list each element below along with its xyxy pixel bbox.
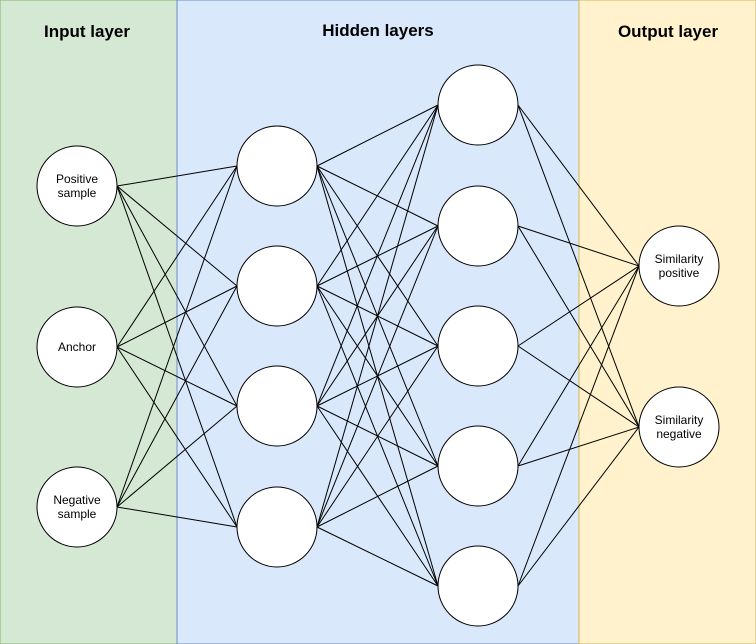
- edge-input-1-to-hidden1-4: [116, 185, 238, 528]
- hidden1-node-2-circle: [236, 245, 318, 327]
- output-layer-panel: [578, 0, 756, 644]
- connections: [116, 104, 640, 587]
- hidden-layers-title: Hidden layers: [322, 21, 434, 40]
- edge-input-3-to-hidden1-4: [116, 506, 238, 528]
- edge-hidden2-3-to-output-1: [517, 265, 640, 347]
- hidden1-node-1: [236, 125, 318, 207]
- edge-input-3-to-hidden1-2: [116, 285, 238, 508]
- edge-hidden2-3-to-output-2: [517, 345, 640, 428]
- hidden2-node-3-circle: [437, 305, 519, 387]
- edge-input-3-to-hidden1-1: [116, 165, 238, 508]
- hidden2-node-2-circle: [437, 185, 519, 267]
- edge-input-3-to-hidden1-3: [116, 405, 238, 508]
- hidden2-node-4: [437, 425, 519, 507]
- similarity-positive-node-label-line-2: positive: [659, 266, 700, 280]
- similarity-negative-node-label-line-2: negative: [656, 427, 702, 441]
- similarity-positive-node-label-line-1: Similarity: [655, 252, 704, 266]
- positive-sample-node-circle: [36, 145, 118, 227]
- edge-hidden2-1-to-output-2: [517, 104, 640, 428]
- edge-hidden1-4-to-hidden2-4: [316, 465, 439, 528]
- hidden1-node-2: [236, 245, 318, 327]
- anchor-node: Anchor: [36, 306, 118, 388]
- neurons: PositivesampleAnchorNegativesampleSimila…: [36, 64, 720, 627]
- hidden1-node-4-circle: [236, 486, 318, 568]
- edge-input-2-to-hidden1-3: [116, 346, 238, 407]
- edge-hidden2-2-to-output-1: [517, 225, 640, 267]
- hidden2-node-5: [437, 545, 519, 627]
- edge-hidden2-4-to-output-1: [517, 265, 640, 467]
- edge-hidden1-1-to-hidden2-1: [316, 104, 439, 167]
- edge-input-2-to-hidden1-1: [116, 165, 238, 348]
- positive-sample-node-label-line-2: sample: [58, 186, 97, 200]
- edge-input-1-to-hidden1-3: [116, 185, 238, 407]
- edge-hidden1-3-to-hidden2-1: [316, 104, 439, 407]
- edge-hidden2-2-to-output-2: [517, 225, 640, 428]
- positive-sample-node-label-line-1: Positive: [56, 172, 98, 186]
- edge-hidden2-5-to-output-2: [517, 426, 640, 587]
- hidden2-node-5-circle: [437, 545, 519, 627]
- edge-hidden2-5-to-output-1: [517, 265, 640, 587]
- hidden2-node-3: [437, 305, 519, 387]
- edge-hidden2-4-to-output-2: [517, 426, 640, 467]
- negative-sample-node-label-line-2: sample: [58, 507, 97, 521]
- hidden2-node-4-circle: [437, 425, 519, 507]
- similarity-negative-node-circle: [638, 386, 720, 468]
- hidden-layers-panel: [176, 0, 580, 644]
- edge-hidden1-4-to-hidden2-2: [316, 225, 439, 528]
- edge-hidden1-4-to-hidden2-3: [316, 345, 439, 528]
- hidden2-node-2: [437, 185, 519, 267]
- edge-input-2-to-hidden1-2: [116, 285, 238, 348]
- edge-hidden2-1-to-output-1: [517, 104, 640, 267]
- edge-input-2-to-hidden1-4: [116, 346, 238, 528]
- edge-input-1-to-hidden1-1: [116, 165, 238, 187]
- edge-hidden1-2-to-hidden2-1: [316, 104, 439, 287]
- edge-hidden1-4-to-hidden2-5: [316, 526, 439, 587]
- negative-sample-node-label-line-1: Negative: [53, 493, 101, 507]
- hidden1-node-4: [236, 486, 318, 568]
- hidden2-node-1: [437, 64, 519, 146]
- hidden1-node-3-circle: [236, 365, 318, 447]
- hidden1-node-1-circle: [236, 125, 318, 207]
- similarity-negative-node-label-line-1: Similarity: [655, 413, 704, 427]
- output-layer-title: Output layer: [618, 22, 719, 41]
- similarity-positive-node-circle: [638, 225, 720, 307]
- anchor-node-circle: [36, 306, 118, 388]
- anchor-node-label-line-1: Anchor: [58, 340, 96, 354]
- input-layer-title: Input layer: [44, 22, 130, 41]
- hidden1-node-3: [236, 365, 318, 447]
- hidden2-node-1-circle: [437, 64, 519, 146]
- negative-sample-node-circle: [36, 466, 118, 548]
- edge-hidden1-4-to-hidden2-1: [316, 104, 439, 528]
- edge-input-1-to-hidden1-2: [116, 185, 238, 287]
